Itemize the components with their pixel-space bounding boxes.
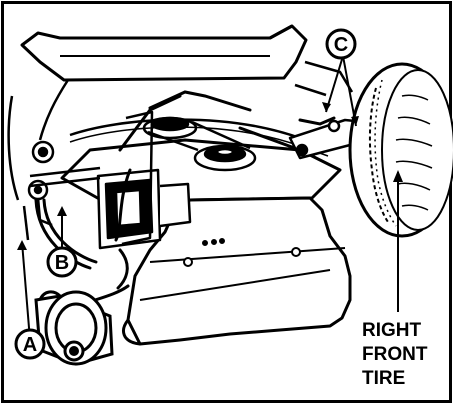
leader-arrowheads [17,102,403,250]
callout-c-label: C [334,34,348,56]
callout-a-label: A [23,334,37,356]
tire-label-line-1: RIGHT [362,320,422,341]
callout-b: B [46,246,78,278]
tire-label: RIGHT FRONT TIRE [362,320,428,389]
frame-rail [20,24,308,82]
callout-c-circle [325,28,357,60]
tire-label-line-2: FRONT [362,344,428,365]
callout-a: A [14,328,46,360]
draft-arm [34,198,130,302]
callout-a-circle [14,328,46,360]
right-front-tire [348,62,453,238]
callout-b-circle [46,246,78,278]
callout-c: C [325,28,357,60]
left-pivot-assembly [22,140,101,241]
tire-label-line-3: TIRE [362,368,405,389]
idler-arm [288,118,370,160]
gauge-wheel [34,290,114,366]
mule-drive-bracket [96,110,192,250]
deck-bolts [183,238,301,267]
drive-pulley-assembly [69,116,331,172]
callout-b-label: B [55,252,69,274]
